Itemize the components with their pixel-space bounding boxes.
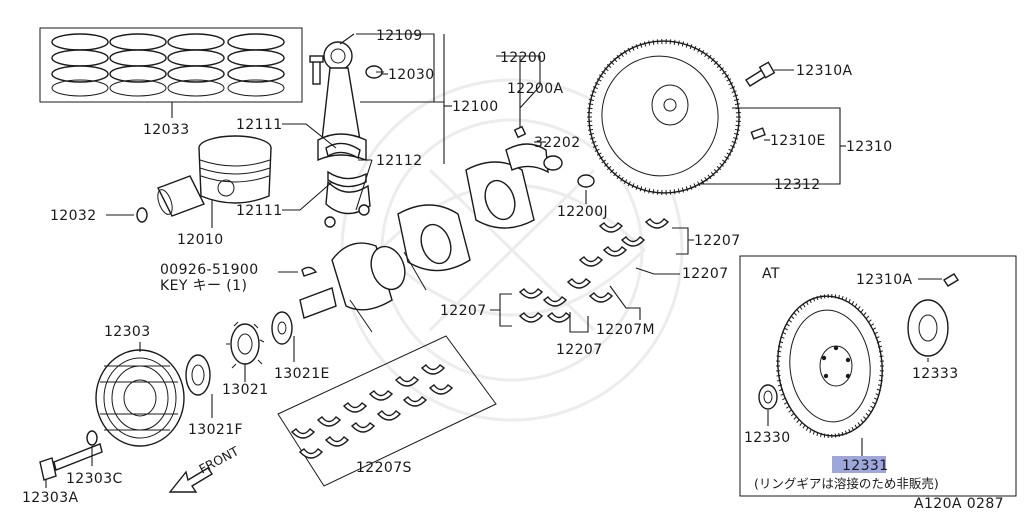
label-12111-lower: 12111 <box>236 203 283 219</box>
label-12207-upper: 12207 <box>694 233 741 249</box>
label-12303a: 12303A <box>22 490 79 506</box>
label-13021e: 13021E <box>274 366 330 382</box>
label-12207-bottom: 12207 <box>556 342 603 358</box>
label-13021: 13021 <box>222 382 269 398</box>
label-at-12330: 12330 <box>744 430 791 446</box>
at-note: (リングギアは溶接のため非販売) <box>754 476 939 491</box>
label-at-12331: 12331 <box>842 458 889 474</box>
oil-thrower-f[interactable] <box>186 355 210 395</box>
label-12033: 12033 <box>143 122 190 138</box>
reinforcement-plate[interactable] <box>908 300 948 356</box>
crank-plug[interactable] <box>515 127 526 138</box>
snap-ring[interactable] <box>137 208 147 222</box>
woodruff-key[interactable] <box>302 267 316 276</box>
at-plate-bolt[interactable] <box>944 274 958 286</box>
label-12310: 12310 <box>846 139 893 155</box>
main-bearings-upper[interactable] <box>580 219 668 266</box>
label-12312: 12312 <box>774 177 821 193</box>
dowel-pin[interactable] <box>751 128 765 139</box>
flywheel[interactable] <box>575 27 753 207</box>
flywheel-bolt[interactable] <box>746 62 774 86</box>
label-12200j: 12200J <box>557 204 608 220</box>
label-12200: 12200 <box>500 50 547 66</box>
label-12200a: 12200A <box>507 81 564 97</box>
rod-bolt[interactable] <box>310 56 323 84</box>
crank-pulley[interactable] <box>96 350 184 446</box>
at-spacer[interactable] <box>759 385 777 409</box>
crankshaft[interactable] <box>300 144 548 332</box>
label-12112: 12112 <box>376 153 423 169</box>
label-at-12333: 12333 <box>912 366 959 382</box>
label-12310a: 12310A <box>796 63 853 79</box>
label-12207-mid: 12207 <box>682 266 729 282</box>
piston[interactable] <box>199 136 271 203</box>
label-13021f: 13021F <box>188 422 243 438</box>
pilot-bushing[interactable] <box>544 156 562 170</box>
label-12303c: 12303C <box>66 471 123 487</box>
label-front: FRONT <box>196 443 241 476</box>
label-12207s: 12207S <box>356 460 412 476</box>
timing-sprocket[interactable] <box>226 322 264 368</box>
label-32202: 32202 <box>534 135 581 151</box>
connecting-rod[interactable] <box>318 42 366 160</box>
label-12032: 12032 <box>50 208 97 224</box>
label-12109: 12109 <box>376 28 423 44</box>
label-at-12310a: 12310A <box>856 272 913 288</box>
label-12310e: 12310E <box>770 133 826 149</box>
label-12303: 12303 <box>104 324 151 340</box>
label-12030: 12030 <box>388 67 435 83</box>
label-12100: 12100 <box>452 99 499 115</box>
piston-rings-set[interactable] <box>40 28 302 102</box>
main-bearings-lower[interactable] <box>520 279 612 322</box>
label-00926-51900: 00926-51900 <box>160 262 259 278</box>
front-arrow: FRONT <box>170 443 241 492</box>
drive-plate[interactable] <box>771 291 889 441</box>
label-at: AT <box>762 266 780 282</box>
pulley-washer[interactable] <box>87 431 97 445</box>
label-12111-upper: 12111 <box>236 117 283 133</box>
label-12207-left: 12207 <box>440 303 487 319</box>
label-key: KEY キー (1) <box>160 278 247 294</box>
label-12010: 12010 <box>177 232 224 248</box>
crank-pin-j[interactable] <box>578 175 594 187</box>
diagram-code: A120A 0287 <box>914 496 1004 511</box>
oil-thrower-e[interactable] <box>272 312 292 344</box>
label-12207m: 12207M <box>596 322 655 338</box>
piston-pin[interactable] <box>155 176 204 216</box>
